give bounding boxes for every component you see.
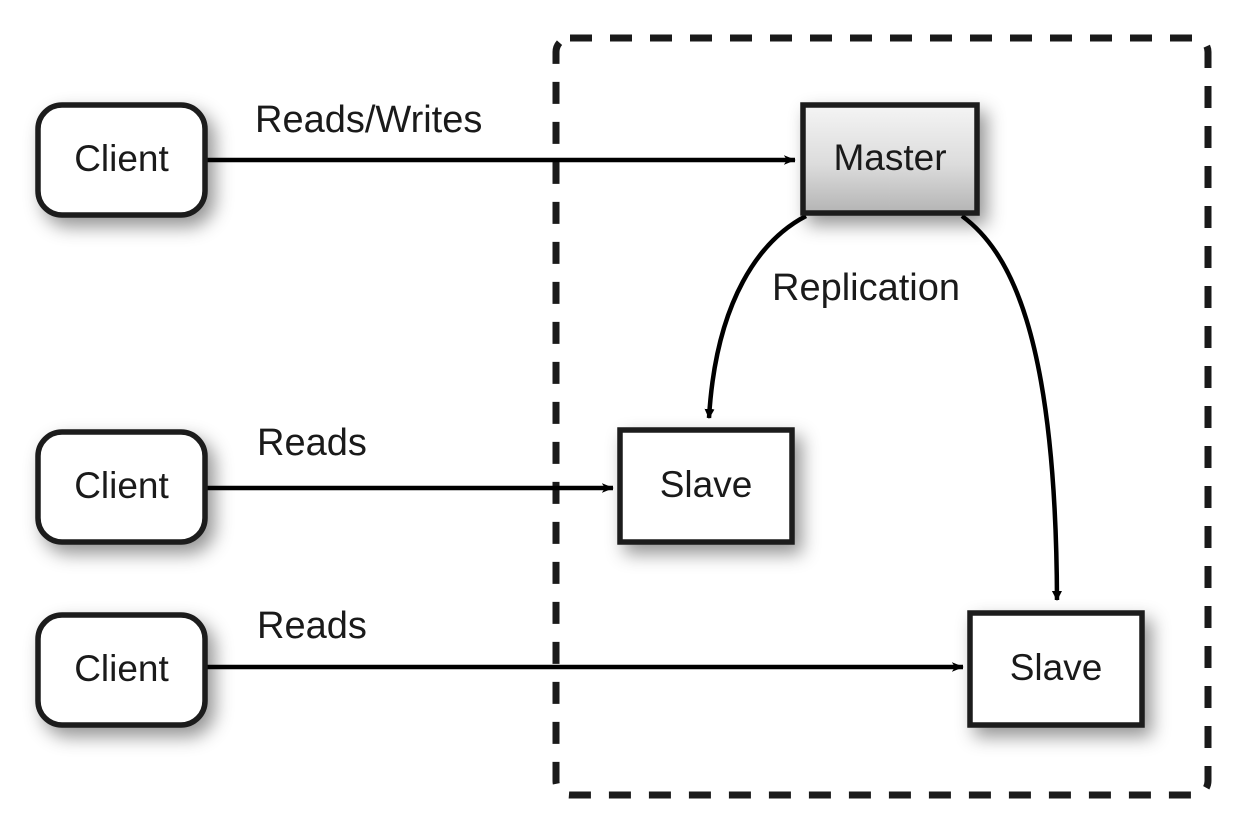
node-client-middle[interactable] [35,429,208,545]
edge-label-reads-lower: Reads [257,605,367,647]
edge-master-to-slave-upper [704,214,808,419]
edge-label-reads-writes: Reads/Writes [255,99,482,141]
edge-label-replication: Replication [772,267,960,309]
edge-master-to-slave-lower [960,214,1062,601]
node-client-top[interactable] [35,102,208,218]
edge-curve-replication-lower [960,214,1062,601]
slave-lower-label: Slave [1010,647,1103,688]
client-top-box[interactable] [35,102,208,218]
client-bottom-label: Client [74,648,169,689]
node-master[interactable] [800,102,980,216]
client-middle-label: Client [74,465,169,506]
node-slave-upper[interactable] [617,427,795,545]
slave-lower-box[interactable] [967,610,1145,728]
slave-upper-label: Slave [660,464,753,505]
node-client-bottom[interactable] [35,612,208,728]
slave-upper-box[interactable] [617,427,795,545]
replication-cluster-boundary [552,34,1212,799]
client-middle-box[interactable] [35,429,208,545]
master-box[interactable] [800,102,980,216]
master-label: Master [833,137,946,178]
node-slave-lower[interactable] [967,610,1145,728]
client-top-label: Client [74,138,169,179]
client-bottom-box[interactable] [35,612,208,728]
edge-curve-replication-upper [704,214,808,419]
edge-label-reads-upper: Reads [257,422,367,464]
